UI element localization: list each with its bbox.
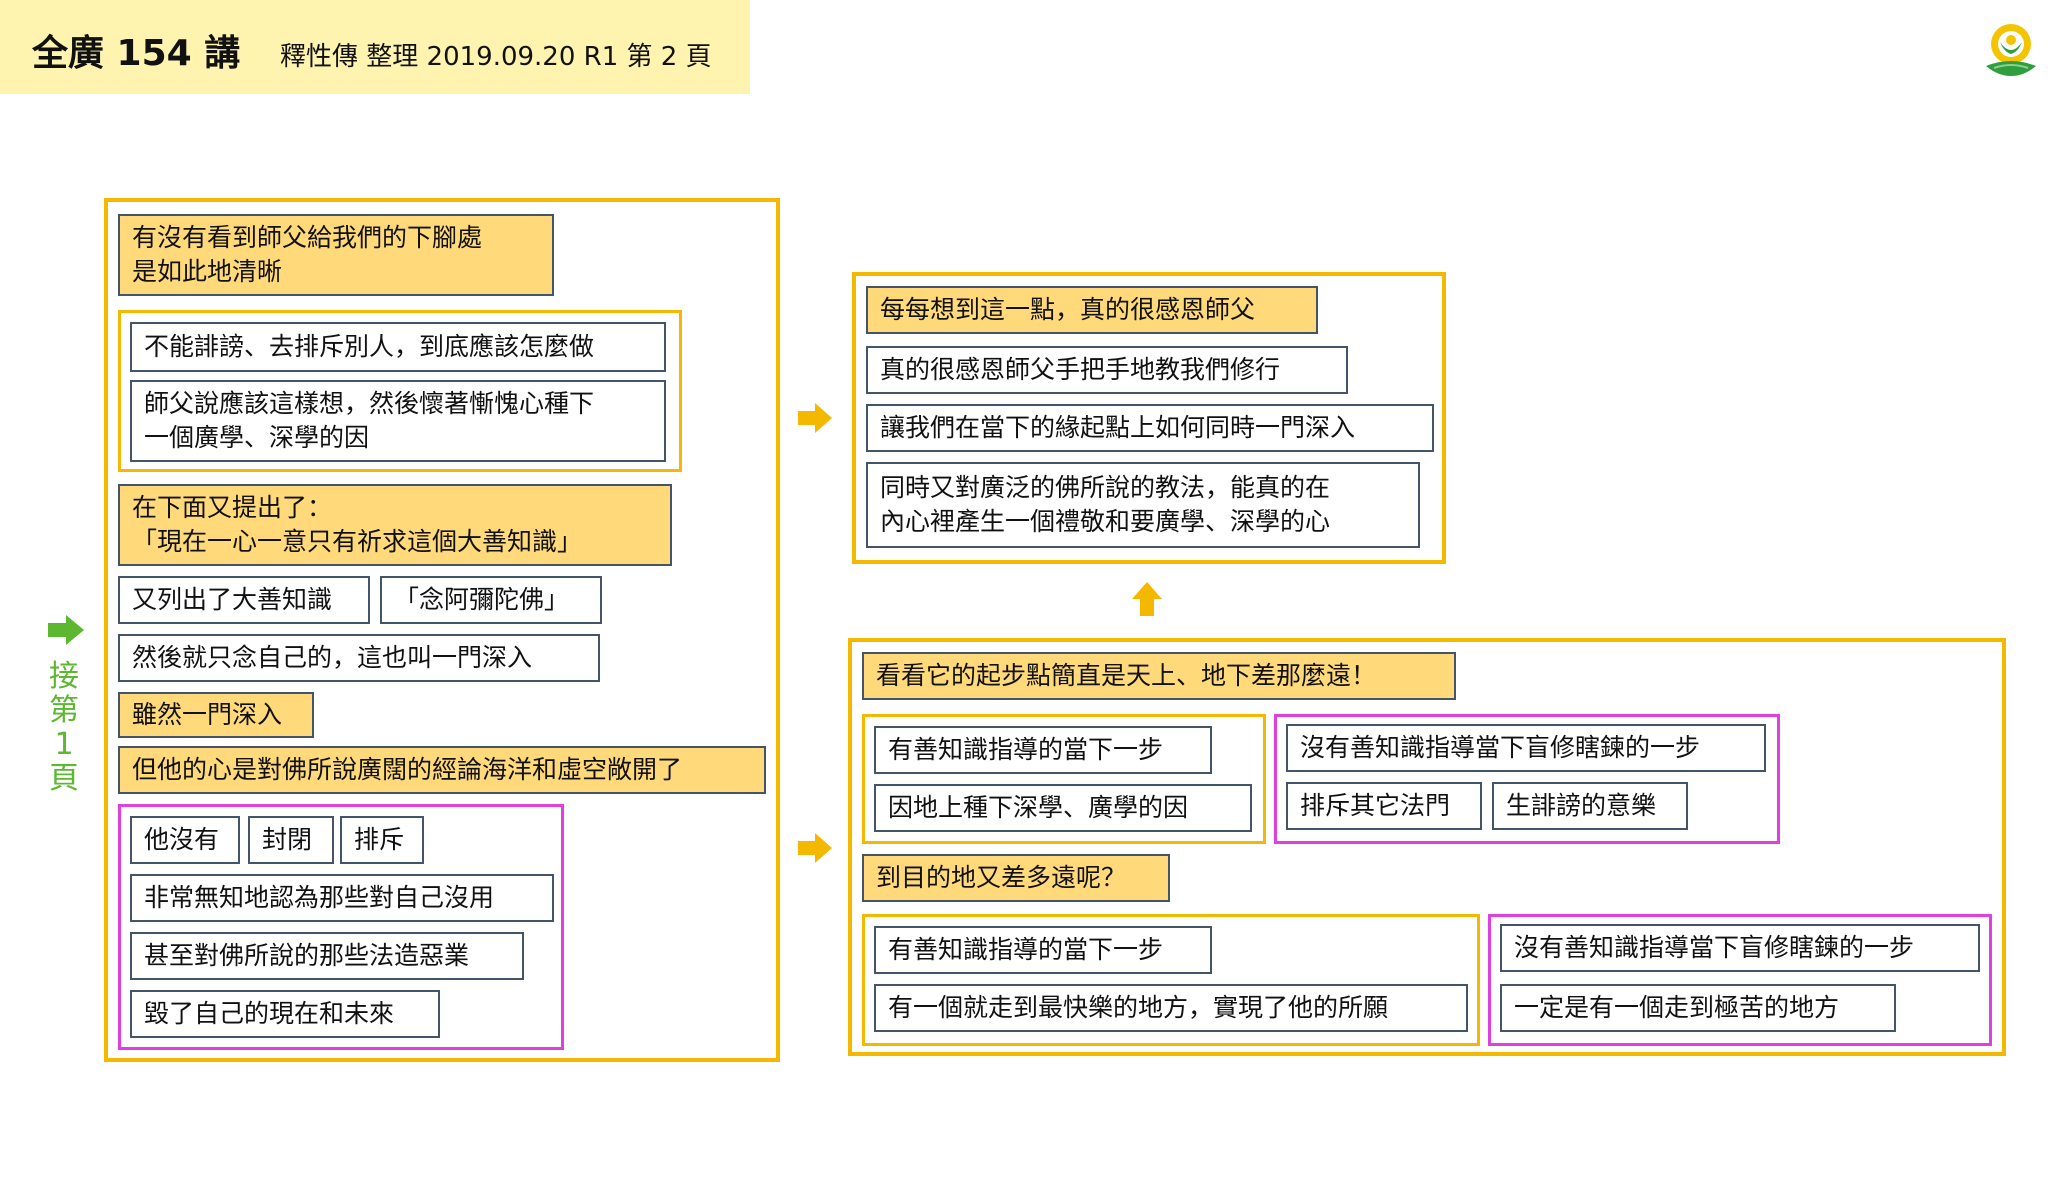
continue-arrow-icon <box>46 614 86 646</box>
left-heading-3: 雖然一門深入 <box>118 692 314 738</box>
up-arrow-icon <box>1130 580 1164 618</box>
page-title: 全廣 154 講 <box>32 33 241 74</box>
left-subgroup-2 <box>118 804 564 1050</box>
end-good-item: 有善知識指導的當下一步 <box>874 926 1212 974</box>
bottom-right-heading: 看看它的起步點簡直是天上、地下差那麼遠！ <box>862 652 1456 700</box>
page-subtitle: 釋性傳 整理 2019.09.20 R1 第 2 頁 <box>280 42 712 72</box>
note-char: 第 <box>49 693 79 728</box>
end-bad-item: 沒有善知識指導當下盲修瞎鍊的一步 <box>1500 924 1980 972</box>
left-item: 師父說應該這樣想，然後懷著慚愧心種下 一個廣學、深學的因 <box>130 380 666 462</box>
end-bad-group <box>1488 914 1992 1046</box>
left-item: 封閉 <box>248 816 334 864</box>
left-item: 他沒有 <box>130 816 240 864</box>
left-heading: 有沒有看到師父給我們的下腳處 是如此地清晰 <box>118 214 554 296</box>
left-item: 「念阿彌陀佛」 <box>380 576 602 624</box>
left-subgroup-1 <box>118 310 682 472</box>
start-bad-item: 排斥其它法門 <box>1286 782 1482 830</box>
left-item: 又列出了大善知識 <box>118 576 370 624</box>
left-item: 毀了自己的現在和未來 <box>130 990 440 1038</box>
left-heading-2: 在下面又提出了： 「現在一心一意只有祈求這個大善知識」 <box>118 484 672 566</box>
note-char: 頁 <box>49 761 79 796</box>
left-heading-4: 但他的心是對佛所說廣闊的經論海洋和虛空敞開了 <box>118 746 766 794</box>
note-char: 1 <box>54 727 74 762</box>
start-bad-item: 沒有善知識指導當下盲修瞎鍊的一步 <box>1286 724 1766 772</box>
continue-from-page-note: 接 第 1 頁 <box>44 660 84 796</box>
left-item: 非常無知地認為那些對自己沒用 <box>130 874 554 922</box>
left-item: 排斥 <box>340 816 424 864</box>
bottom-right-question: 到目的地又差多遠呢？ <box>862 854 1170 902</box>
left-group <box>104 198 780 1062</box>
start-bad-item: 生誹謗的意樂 <box>1492 782 1688 830</box>
start-good-group <box>862 714 1266 844</box>
note-char: 接 <box>49 659 79 694</box>
top-right-item: 讓我們在當下的緣起點上如何同時一門深入 <box>866 404 1434 452</box>
top-right-heading: 每每想到這一點，真的很感恩師父 <box>866 286 1318 334</box>
lotus-logo-icon <box>1980 18 2042 82</box>
top-right-group <box>852 272 1446 564</box>
start-good-item: 因地上種下深學、廣學的因 <box>874 784 1252 832</box>
top-right-item: 同時又對廣泛的佛所說的教法，能真的在 內心裡產生一個禮敬和要廣學、深學的心 <box>866 462 1420 548</box>
header-banner: 全廣 154 講 釋性傳 整理 2019.09.20 R1 第 2 頁 <box>0 0 750 94</box>
right-arrow-icon <box>796 832 834 864</box>
start-bad-group <box>1274 714 1780 844</box>
top-right-item: 真的很感恩師父手把手地教我們修行 <box>866 346 1348 394</box>
end-bad-item: 一定是有一個走到極苦的地方 <box>1500 984 1896 1032</box>
start-good-item: 有善知識指導的當下一步 <box>874 726 1212 774</box>
left-item: 不能誹謗、去排斥別人，到底應該怎麼做 <box>130 322 666 372</box>
left-item: 甚至對佛所說的那些法造惡業 <box>130 932 524 980</box>
end-good-group <box>862 914 1480 1046</box>
right-arrow-icon <box>796 402 834 434</box>
bottom-right-group <box>848 638 2006 1056</box>
left-item: 然後就只念自己的，這也叫一門深入 <box>118 634 600 682</box>
end-good-item: 有一個就走到最快樂的地方，實現了他的所願 <box>874 984 1468 1032</box>
